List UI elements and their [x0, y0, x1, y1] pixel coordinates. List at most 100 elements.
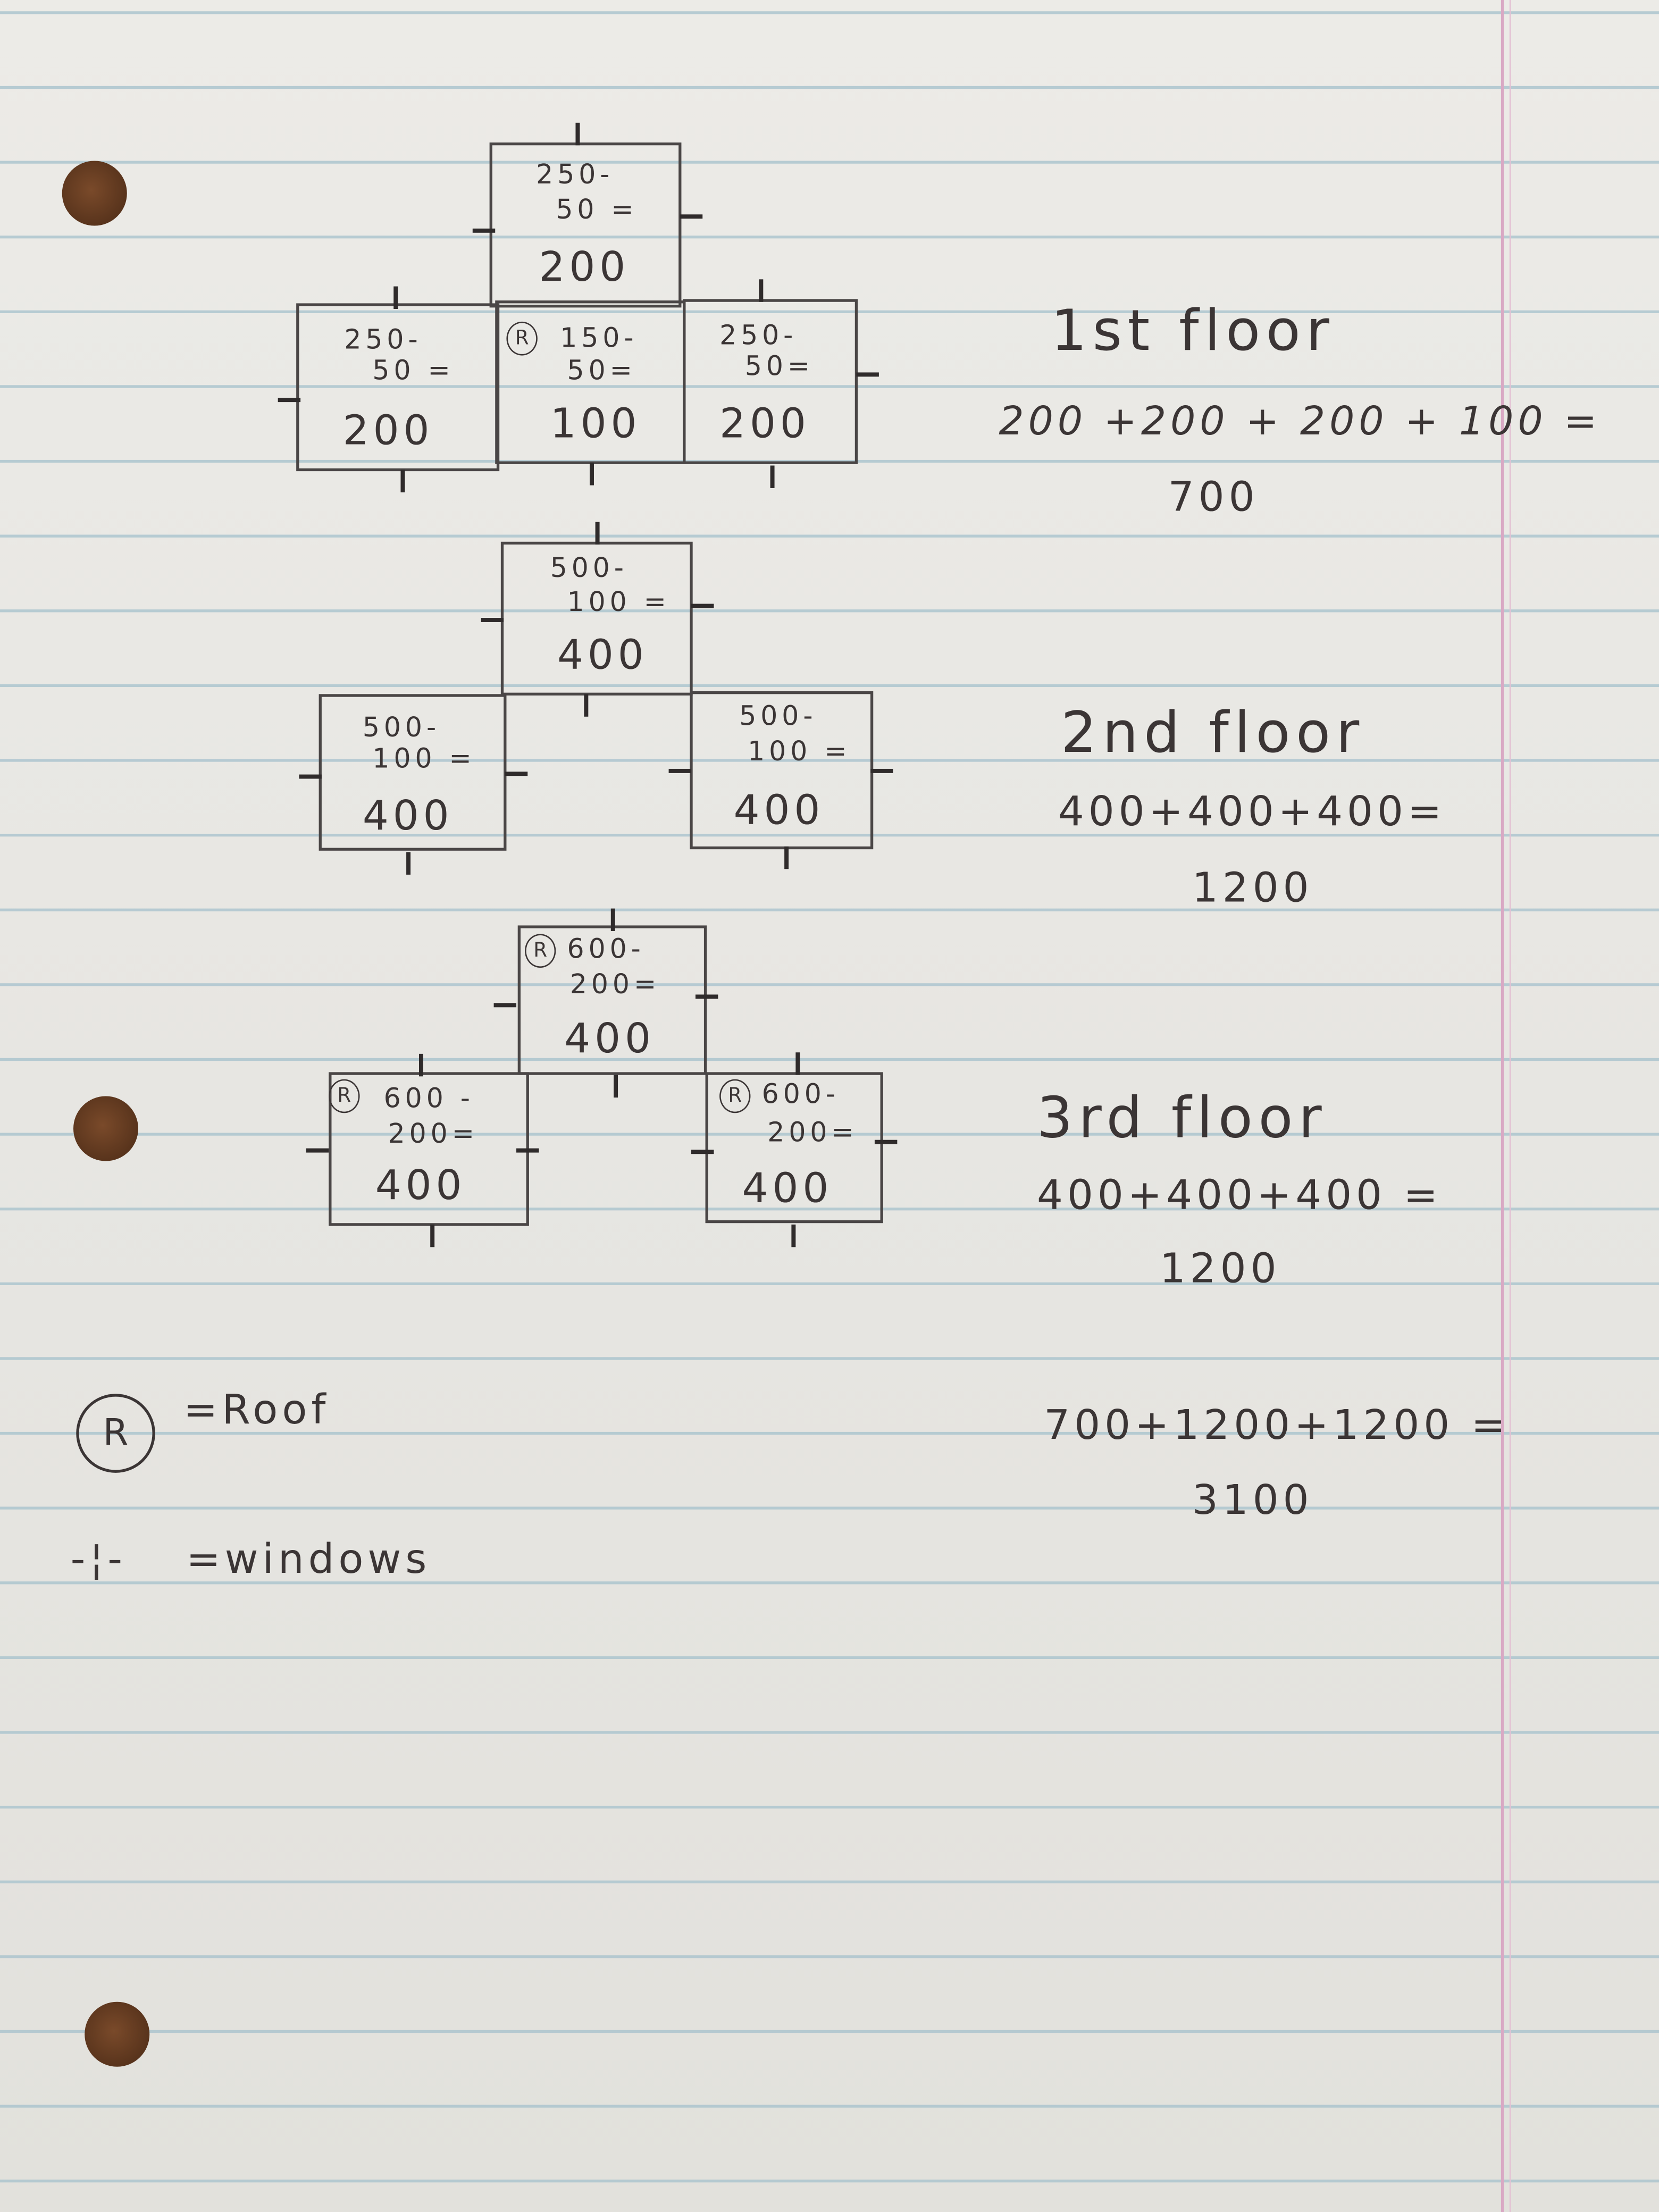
- window-mark-icon: [584, 694, 588, 717]
- ruled-line: [0, 609, 1659, 612]
- ruled-line: [0, 161, 1659, 163]
- window-mark-icon: [695, 994, 718, 999]
- window-mark-icon: [870, 768, 893, 773]
- floor-equation: 200 +200 + 200 + 100 =: [999, 398, 1602, 445]
- room-result: 200: [539, 242, 630, 291]
- window-mark-icon: [393, 286, 397, 309]
- room-result: 400: [564, 1014, 655, 1062]
- ruled-line: [0, 459, 1659, 462]
- ruled-line: [0, 759, 1659, 761]
- window-mark-icon: [306, 1148, 329, 1153]
- room-subtraction: 50=: [567, 355, 636, 387]
- window-legend-icon: -¦-: [70, 1535, 127, 1583]
- punch-hole: [85, 2001, 150, 2067]
- room-box: [319, 694, 507, 851]
- floor-equation: 400+400+400=: [1058, 787, 1446, 835]
- punch-hole: [73, 1096, 139, 1161]
- punch-hole: [62, 161, 127, 226]
- room-subtraction: 50=: [744, 351, 815, 382]
- floor-total: 1200: [1159, 1244, 1281, 1293]
- ruled-line: [0, 1506, 1659, 1509]
- ruled-line: [0, 1955, 1659, 1958]
- ruled-line: [0, 1133, 1659, 1135]
- ruled-line: [0, 310, 1659, 313]
- floor-equation: 400+400+400 =: [1037, 1171, 1442, 1219]
- room-subtraction: 250-: [344, 324, 422, 356]
- ruled-line: [0, 534, 1659, 537]
- room-result: 100: [550, 399, 641, 448]
- room-box: [683, 299, 858, 464]
- window-mark-icon: [668, 768, 692, 773]
- room-subtraction: 100 =: [372, 743, 476, 775]
- ruled-line: [0, 1656, 1659, 1658]
- room-result: 200: [719, 399, 810, 448]
- room-result: 200: [342, 406, 434, 455]
- ruled-line: [0, 1880, 1659, 1883]
- room-subtraction: 200=: [767, 1117, 858, 1149]
- ruled-line: [0, 833, 1659, 836]
- window-mark-icon: [430, 1224, 434, 1247]
- window-mark-icon: [472, 228, 496, 233]
- window-mark-icon: [614, 1075, 617, 1098]
- room-result: 400: [742, 1163, 833, 1212]
- roof-marker-icon: R: [719, 1079, 751, 1113]
- window-mark-icon: [759, 279, 763, 302]
- room-subtraction: 50 =: [556, 195, 638, 226]
- room-subtraction: 250-: [536, 159, 614, 191]
- roof-marker-icon: R: [506, 321, 538, 356]
- floor-total: 1200: [1192, 863, 1313, 911]
- roof-legend-label: =Roof: [183, 1385, 330, 1434]
- window-mark-icon: [680, 214, 703, 219]
- window-mark-icon: [610, 908, 615, 932]
- floor-label: 1st floor: [1051, 299, 1335, 364]
- room-subtraction: 500-: [739, 701, 817, 732]
- window-mark-icon: [874, 1139, 898, 1144]
- floor-label: 3rd floor: [1037, 1086, 1328, 1151]
- window-mark-icon: [493, 1003, 517, 1008]
- grand-total: 3100: [1192, 1476, 1313, 1524]
- room-result: 400: [557, 630, 648, 679]
- room-subtraction: 500-: [550, 553, 628, 584]
- room-subtraction: 100 =: [567, 586, 671, 618]
- window-mark-icon: [575, 122, 580, 146]
- ruled-line: [0, 1282, 1659, 1285]
- room-subtraction: 150-: [560, 323, 638, 354]
- roof-marker-icon: R: [329, 1079, 360, 1113]
- window-mark-icon: [795, 1052, 799, 1075]
- window-mark-icon: [400, 470, 405, 492]
- room-subtraction: 600-: [567, 934, 645, 965]
- roof-legend-icon: R: [76, 1394, 155, 1473]
- window-mark-icon: [691, 604, 714, 608]
- room-subtraction: 600-: [761, 1079, 840, 1110]
- floor-label: 2nd floor: [1061, 701, 1365, 766]
- window-mark-icon: [691, 1150, 714, 1154]
- window-legend-label: =windows: [186, 1535, 431, 1583]
- window-mark-icon: [481, 618, 504, 623]
- room-subtraction: 50 =: [372, 355, 455, 387]
- ruled-line: [0, 11, 1659, 14]
- room-subtraction: 500-: [362, 712, 441, 744]
- window-mark-icon: [505, 772, 528, 776]
- room-subtraction: 200=: [569, 969, 661, 1001]
- window-mark-icon: [406, 852, 410, 875]
- ruled-line: [0, 2180, 1659, 2182]
- ruled-line: [0, 1805, 1659, 1808]
- ruled-line: [0, 983, 1659, 986]
- room-box: [705, 1072, 883, 1224]
- room-result: 400: [362, 791, 454, 840]
- margin-line: [1501, 0, 1504, 2212]
- window-mark-icon: [516, 1148, 539, 1153]
- ruled-line: [0, 1431, 1659, 1434]
- ruled-line: [0, 1208, 1659, 1210]
- window-mark-icon: [299, 774, 322, 779]
- ruled-line: [0, 1357, 1659, 1360]
- room-subtraction: 600 -: [383, 1083, 474, 1115]
- window-mark-icon: [589, 463, 593, 485]
- room-result: 400: [375, 1161, 466, 1209]
- grand-equation: 700+1200+1200 =: [1044, 1401, 1510, 1449]
- ruled-line: [0, 2105, 1659, 2107]
- margin-line-secondary: [1509, 0, 1511, 2212]
- ruled-line: [0, 908, 1659, 911]
- room-subtraction: 250-: [719, 320, 798, 351]
